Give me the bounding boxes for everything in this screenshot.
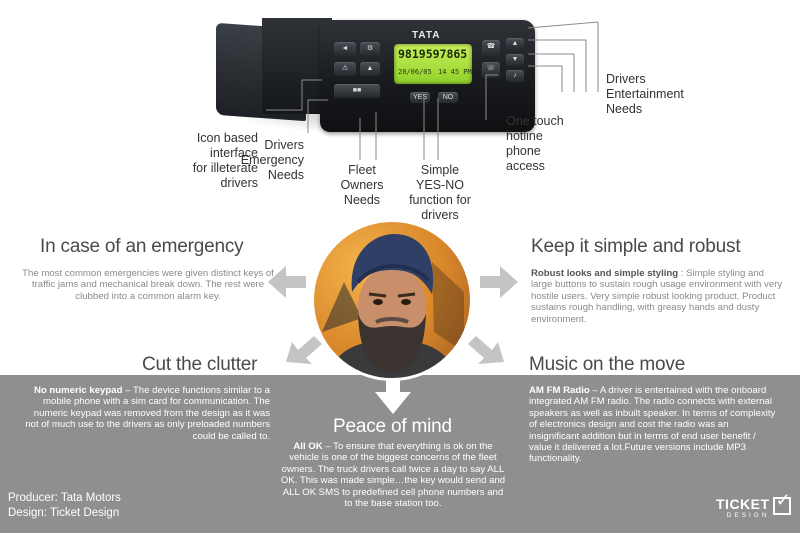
checkbox-icon: ✓ <box>772 491 791 515</box>
radio-up-button[interactable]: ▲ <box>506 38 524 50</box>
text-music: AM FM Radio – A driver is entertained wi… <box>529 385 779 465</box>
tata-device-image: TATA 9819597865 20/06/05 14 45 PM ◄ ⚙ ⚠ … <box>210 8 540 134</box>
callout-entertainment: Drivers Entertainment Needs <box>606 72 684 116</box>
heading-music: Music on the move <box>529 354 686 375</box>
lead-clutter: No numeric keypad <box>33 385 123 396</box>
device-brand-label: TATA <box>412 30 441 41</box>
heading-clutter: Cut the clutter <box>142 354 258 375</box>
fleet-icon-button[interactable]: ▲ <box>360 62 380 76</box>
no-button[interactable]: NO <box>438 92 458 103</box>
callout-fleet-owners: Fleet Owners Needs <box>340 163 384 207</box>
text-simple: Robust looks and simple styling : Simple… <box>531 268 783 325</box>
lead-peace: All OK <box>293 441 323 452</box>
arrow-left-icon <box>268 266 306 298</box>
line-icon-interface <box>266 79 322 111</box>
driver-portrait <box>314 222 470 378</box>
lcd-date: 20/06/05 <box>398 68 432 76</box>
arrow-right-icon <box>480 266 518 298</box>
driver-portrait-illustration <box>322 234 464 378</box>
lcd-time: 14 45 PM <box>438 68 472 76</box>
alarm-icon-button[interactable]: ⚠ <box>334 62 356 76</box>
arrow-down-right-icon <box>468 336 504 364</box>
footer-producer: Producer: Tata Motors <box>8 492 121 504</box>
body-music: – A driver is entertained with the onboa… <box>529 385 776 465</box>
lead-music: AM FM Radio <box>529 385 590 396</box>
callout-hotline: One touch hotline phone access <box>506 114 564 173</box>
line-entertainment-2 <box>528 39 587 92</box>
logo-word: TICKET <box>716 496 770 512</box>
radio-down-button[interactable]: ▼ <box>506 54 524 66</box>
text-clutter: No numeric keypad – The device functions… <box>18 385 270 442</box>
line-hotline <box>485 74 498 120</box>
line-entertainment-1 <box>527 21 599 92</box>
lead-simple: Robust looks and simple styling <box>531 268 679 279</box>
line-entertainment-4 <box>528 65 563 92</box>
body-peace: – To ensure that everything is ok on the… <box>280 441 506 510</box>
hotline-icon-button[interactable]: ☏ <box>482 62 500 78</box>
line-drivers-emergency <box>307 99 328 133</box>
call-icon-button[interactable]: ☎ <box>482 40 500 56</box>
yes-button[interactable]: YES <box>410 92 430 103</box>
all-ok-button[interactable]: ■■ <box>334 84 380 98</box>
arrow-down-left-icon <box>286 336 322 364</box>
breakdown-icon-button[interactable]: ⚙ <box>360 42 380 56</box>
heading-emergency: In case of an emergency <box>40 236 244 257</box>
arrow-down-icon <box>375 374 411 414</box>
footer-design: Design: Ticket Design <box>8 507 120 519</box>
device-front-panel: TATA 9819597865 20/06/05 14 45 PM ◄ ⚙ ⚠ … <box>320 20 535 132</box>
checkmark-icon: ✓ <box>775 490 791 510</box>
music-icon-button[interactable]: ♪ <box>506 70 524 82</box>
text-peace: All OK – To ensure that everything is ok… <box>280 441 506 509</box>
body-clutter: – The device functions similar to a mobi… <box>25 385 270 442</box>
callout-drivers-emergency: Drivers Emergency Needs <box>240 138 304 182</box>
lcd-phone-number: 9819597865 <box>398 47 468 61</box>
ticket-design-logo: TICKET DESIGN ✓ <box>716 491 791 520</box>
heading-peace: Peace of mind <box>333 416 452 437</box>
body-simple: : Simple styling and large buttons to su… <box>531 268 783 325</box>
text-emergency: The most common emergencies were given d… <box>22 268 274 302</box>
callout-icon-interface: Icon based interface for illeterate driv… <box>192 131 258 190</box>
line-entertainment-3 <box>528 53 575 92</box>
device-lcd-screen: 9819597865 20/06/05 14 45 PM <box>394 44 472 84</box>
heading-simple: Keep it simple and robust <box>531 236 741 257</box>
logo-sub: DESIGN <box>726 512 770 519</box>
callout-yes-no: Simple YES-NO function for drivers <box>409 163 471 222</box>
jam-icon-button[interactable]: ◄ <box>334 42 356 56</box>
